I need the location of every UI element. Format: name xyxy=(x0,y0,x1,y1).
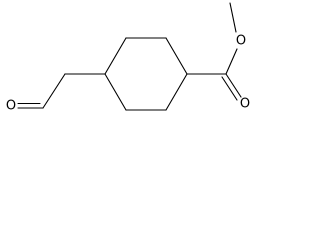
ring-bond xyxy=(165,37,188,75)
ester-carbonyl-double-bond-outer xyxy=(225,73,242,98)
ester-ether-oxygen-label: O xyxy=(236,34,246,49)
ether-oxygen-to-methyl-bond xyxy=(229,2,237,33)
aldehyde-oxygen-label: O xyxy=(6,99,16,114)
ester-carbon-to-oxygen-bond xyxy=(225,48,238,75)
ester-carbonyl-double-bond-inner xyxy=(221,76,238,101)
chemical-structure: O O O xyxy=(6,2,250,114)
ch2-to-cho-bond xyxy=(42,73,66,109)
ring-bond xyxy=(104,37,127,75)
methyl-ester-substituent: O O xyxy=(186,2,250,112)
ring-bond xyxy=(165,73,188,111)
cyclohexane-ring xyxy=(104,37,188,111)
ester-carbonyl-oxygen-label: O xyxy=(240,97,250,112)
ring-bond xyxy=(104,73,127,111)
acetaldehyde-substituent: O xyxy=(6,73,106,114)
